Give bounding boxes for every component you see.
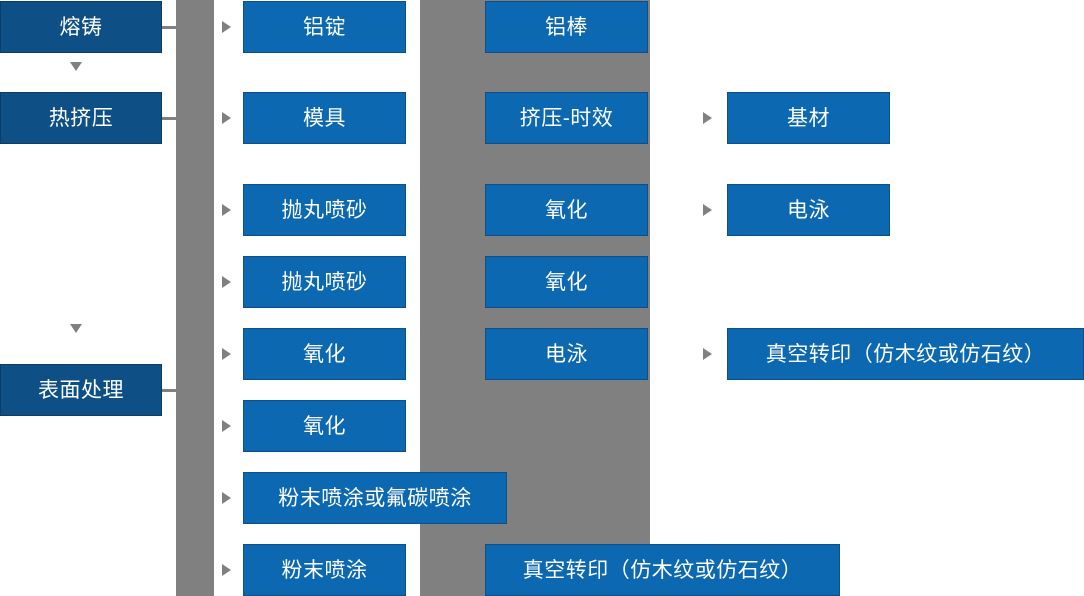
column3-node-3-label: 氧化 bbox=[545, 270, 588, 294]
column4-node-0-label: 基材 bbox=[787, 106, 830, 130]
column3-node-5[interactable]: 真空转印（仿木纹或仿石纹） bbox=[485, 544, 840, 596]
flow-spine-left bbox=[176, 0, 214, 596]
column2-node-1-label: 模具 bbox=[303, 106, 346, 130]
arrow-to-c2-6 bbox=[222, 492, 231, 504]
stage-node-1[interactable]: 热挤压 bbox=[0, 92, 162, 144]
column2-node-5[interactable]: 氧化 bbox=[243, 400, 406, 452]
arrow-to-c2-4 bbox=[222, 348, 231, 360]
arrow-to-c2-5 bbox=[222, 420, 231, 432]
column2-node-2-label: 抛丸喷砂 bbox=[281, 198, 368, 222]
column2-node-6-label: 粉末喷涂或氟碳喷涂 bbox=[278, 486, 472, 510]
column4-node-1[interactable]: 电泳 bbox=[727, 184, 890, 236]
column2-node-4[interactable]: 氧化 bbox=[243, 328, 406, 380]
column4-node-0[interactable]: 基材 bbox=[727, 92, 890, 144]
column2-node-0[interactable]: 铝锭 bbox=[243, 1, 406, 53]
column3-node-3[interactable]: 氧化 bbox=[485, 256, 648, 308]
flow-spine-middle bbox=[420, 0, 436, 596]
connector-c3-3 bbox=[428, 281, 456, 284]
arrow-to-c2-7 bbox=[222, 564, 231, 576]
column4-node-1-label: 电泳 bbox=[787, 198, 830, 222]
arrow-to-c4-1 bbox=[703, 204, 712, 216]
column3-node-2[interactable]: 氧化 bbox=[485, 184, 648, 236]
column3-node-1[interactable]: 挤压-时效 bbox=[485, 92, 648, 144]
column2-node-4-label: 氧化 bbox=[303, 342, 346, 366]
column3-node-2-label: 氧化 bbox=[545, 198, 588, 222]
column2-node-3-label: 抛丸喷砂 bbox=[281, 270, 368, 294]
arrow-down-stage-0 bbox=[70, 62, 82, 71]
column3-node-4[interactable]: 电泳 bbox=[485, 328, 648, 380]
column3-node-5-label: 真空转印（仿木纹或仿石纹） bbox=[522, 558, 803, 582]
arrow-down-stage-1 bbox=[70, 324, 82, 333]
column2-node-3[interactable]: 抛丸喷砂 bbox=[243, 256, 406, 308]
arrow-to-c2-3 bbox=[222, 276, 231, 288]
connector-stage-0 bbox=[162, 26, 178, 29]
arrow-to-c4-2 bbox=[703, 348, 712, 360]
connector-c3-2 bbox=[428, 209, 456, 212]
column2-node-7-label: 粉末喷涂 bbox=[281, 558, 368, 582]
column2-node-1[interactable]: 模具 bbox=[243, 92, 406, 144]
arrow-to-c4-0 bbox=[703, 112, 712, 124]
column2-node-7[interactable]: 粉末喷涂 bbox=[243, 544, 406, 596]
connector-c3-4 bbox=[428, 353, 456, 356]
column3-node-1-label: 挤压-时效 bbox=[519, 106, 614, 130]
column2-node-0-label: 铝锭 bbox=[303, 15, 346, 39]
column4-node-2-label: 真空转印（仿木纹或仿石纹） bbox=[765, 342, 1046, 366]
column4-node-2[interactable]: 真空转印（仿木纹或仿石纹） bbox=[727, 328, 1084, 380]
column3-node-0-label: 铝棒 bbox=[545, 15, 588, 39]
column3-node-4-label: 电泳 bbox=[545, 342, 588, 366]
column2-node-2[interactable]: 抛丸喷砂 bbox=[243, 184, 406, 236]
connector-c3-5 bbox=[428, 569, 456, 572]
stage-node-2[interactable]: 表面处理 bbox=[0, 364, 162, 416]
column2-node-5-label: 氧化 bbox=[303, 414, 346, 438]
connector-stage-1 bbox=[162, 117, 178, 120]
connector-c3-1 bbox=[428, 117, 456, 120]
arrow-to-c2-1 bbox=[222, 112, 231, 124]
connector-stage-2 bbox=[162, 389, 178, 392]
arrow-to-c2-0 bbox=[222, 21, 231, 33]
stage-node-0[interactable]: 熔铸 bbox=[0, 1, 162, 53]
stage-node-2-label: 表面处理 bbox=[38, 378, 124, 402]
arrow-to-c2-2 bbox=[222, 204, 231, 216]
stage-node-1-label: 热挤压 bbox=[48, 106, 114, 130]
column3-node-0[interactable]: 铝棒 bbox=[485, 1, 648, 53]
stage-node-0-label: 熔铸 bbox=[59, 15, 103, 39]
column2-node-6[interactable]: 粉末喷涂或氟碳喷涂 bbox=[243, 472, 507, 524]
